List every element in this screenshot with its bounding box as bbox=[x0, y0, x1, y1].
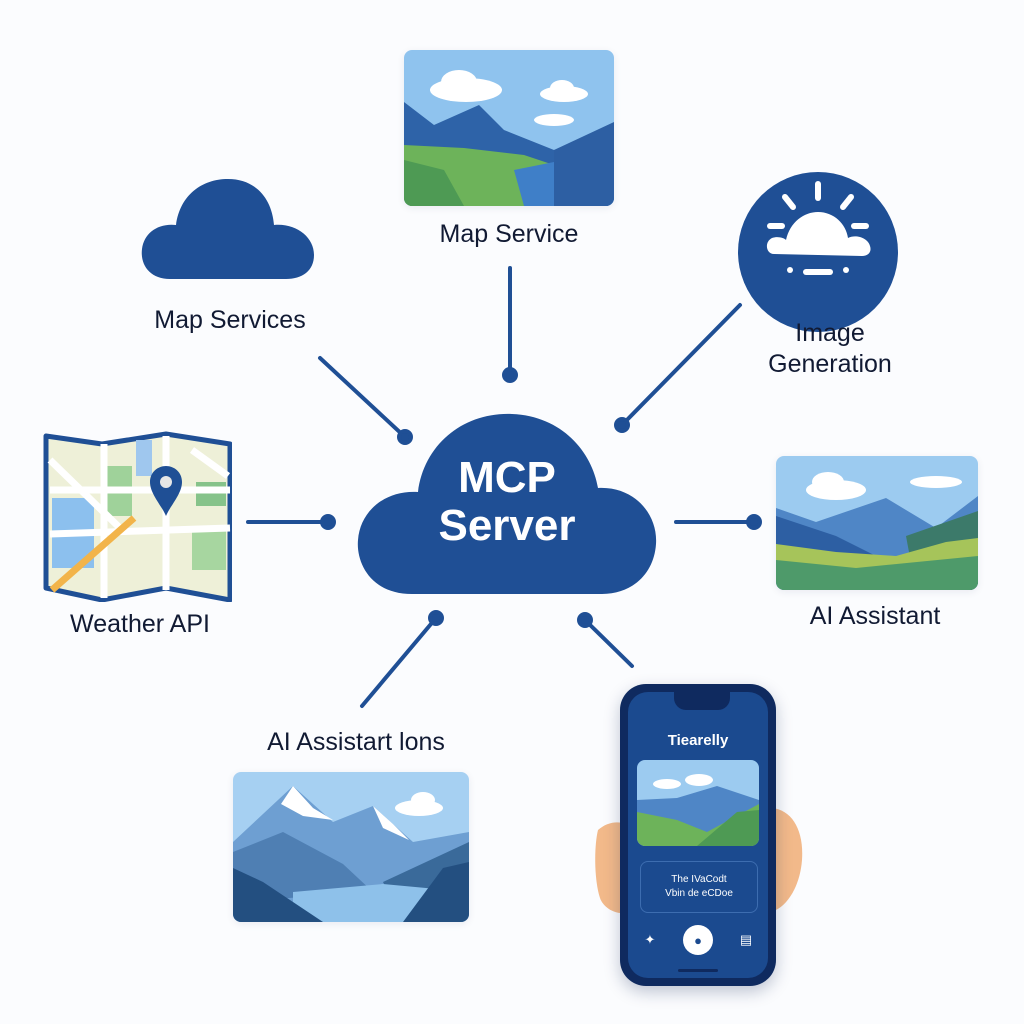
map-services-node[interactable] bbox=[140, 175, 316, 285]
ai-assistant-label: AI Assistant bbox=[809, 602, 941, 630]
ai-assistant-tools-label: AI Assistart lons bbox=[267, 728, 445, 756]
share-icon[interactable]: ✦ bbox=[644, 932, 656, 947]
mcp-server-node[interactable]: MCP Server bbox=[352, 392, 662, 602]
sun-cloud-weather-icon bbox=[738, 172, 898, 332]
ai-assistant-image[interactable] bbox=[776, 456, 978, 590]
smartphone[interactable]: Tiearelly The IVaCodt Vbin de eCDoe ✦ ● … bbox=[620, 684, 776, 986]
home-indicator bbox=[678, 969, 718, 972]
landscape-image-icon bbox=[776, 456, 978, 590]
phone-action-bar: ✦ ● ▤ bbox=[628, 925, 768, 955]
phone-notch bbox=[674, 692, 730, 710]
mountain-lake-image-icon bbox=[233, 772, 469, 922]
folded-map-pin-icon bbox=[43, 431, 232, 602]
map-service-image[interactable] bbox=[404, 50, 614, 206]
copy-icon[interactable]: ▤ bbox=[739, 932, 753, 947]
mountain-lake-image[interactable] bbox=[233, 772, 469, 922]
phone-landscape-image[interactable] bbox=[637, 760, 759, 846]
map-service-label: Map Service bbox=[439, 220, 579, 248]
server-title: Server bbox=[438, 501, 576, 550]
phone-app-title: Tiearelly bbox=[667, 732, 729, 749]
landscape-image-icon bbox=[404, 50, 614, 206]
phone-screen: Tiearelly The IVaCodt Vbin de eCDoe ✦ ● … bbox=[628, 692, 768, 978]
landscape-image-icon bbox=[637, 760, 759, 846]
image-generation-label: Image Generation bbox=[768, 319, 892, 378]
map-services-label: Map Services bbox=[154, 306, 306, 334]
assistant-icon[interactable]: ● bbox=[683, 925, 713, 955]
cloud-icon bbox=[357, 413, 657, 594]
phone-message-card[interactable]: The IVaCodt Vbin de eCDoe bbox=[640, 861, 758, 913]
mcp-title: MCP bbox=[458, 453, 556, 502]
weather-api-node[interactable] bbox=[42, 430, 232, 602]
weather-api-label: Weather API bbox=[70, 610, 210, 638]
cloud-icon bbox=[141, 179, 314, 279]
image-generation-node[interactable] bbox=[738, 172, 898, 332]
